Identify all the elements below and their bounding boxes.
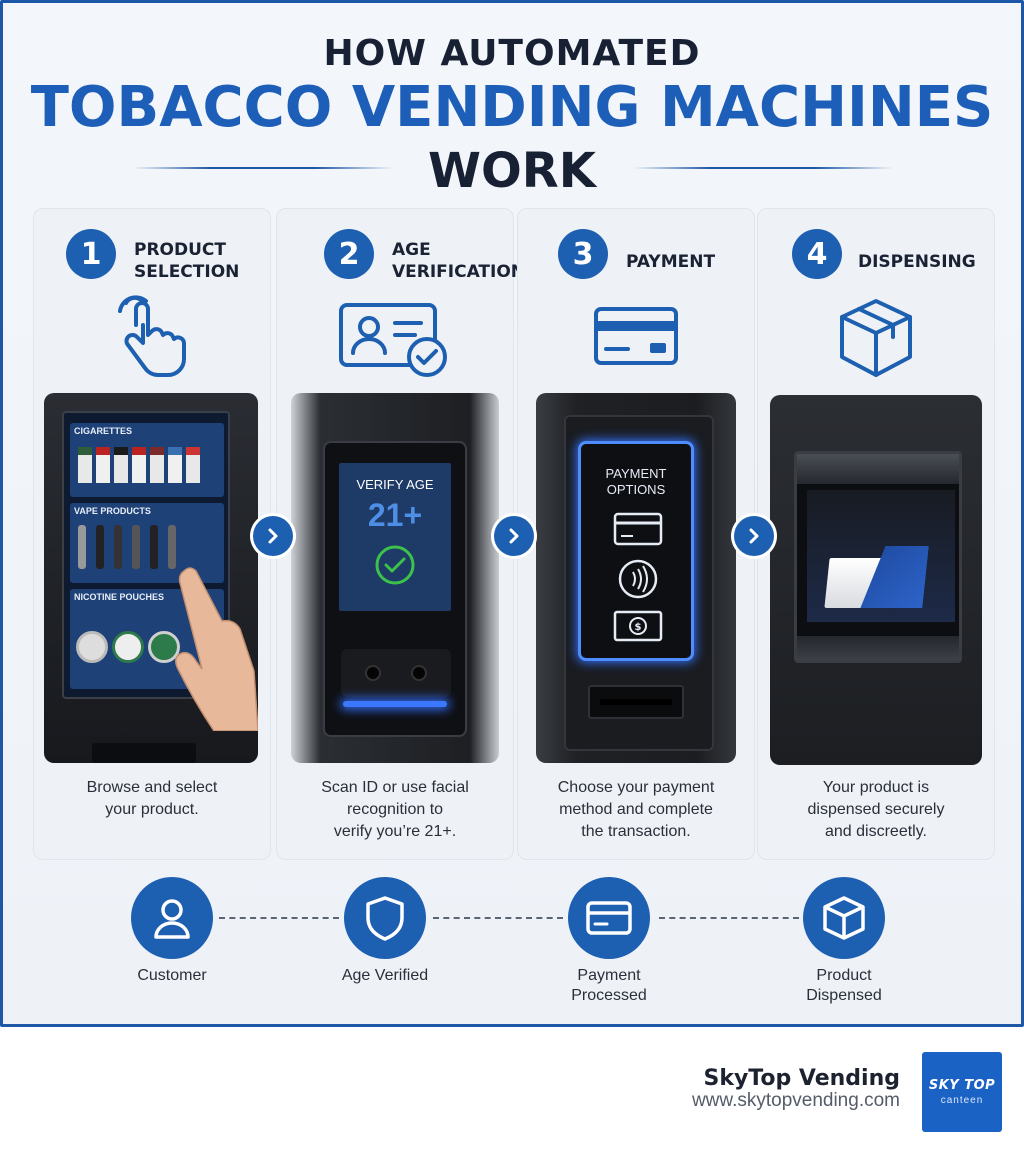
verify-screen: VERIFY AGE 21+	[339, 463, 451, 611]
title-rule-right	[633, 167, 893, 169]
step-card-payment: 3 PAYMENT PAYMENT OPTIONS $	[517, 208, 755, 860]
id-card-check-icon	[339, 303, 447, 377]
dispense-bay	[794, 451, 962, 663]
payment-options-line1: PAYMENT	[605, 466, 667, 481]
step-title: DISPENSING	[858, 252, 976, 272]
scan-light	[343, 701, 447, 707]
step-caption: Browse and select your product.	[86, 779, 218, 818]
flow-label: Payment Processed	[571, 967, 647, 1004]
flow-label: Customer	[137, 967, 207, 984]
dispense-slot	[92, 743, 196, 763]
svg-text:$: $	[635, 622, 642, 633]
category-cigarettes: CIGARETTES	[74, 426, 133, 436]
verify-bezel: VERIFY AGE 21+	[323, 441, 467, 737]
hand-pointer-icon	[118, 295, 186, 377]
flow-connector	[219, 917, 339, 919]
kiosk-dispense-photo	[770, 395, 982, 765]
camera-module	[341, 649, 451, 697]
payment-panel: PAYMENT OPTIONS $	[564, 415, 714, 751]
step-card-product-selection: 1 PRODUCT SELECTION CIGARETTES	[33, 208, 271, 860]
step-title: PRODUCT SELECTION	[134, 240, 240, 282]
flow-payment-processed	[568, 877, 650, 959]
step-title: PAYMENT	[626, 252, 716, 272]
step-number: 1	[66, 229, 116, 279]
next-step-arrow	[253, 516, 293, 556]
card-icon	[586, 901, 632, 935]
vape-devices	[78, 525, 176, 569]
category-vape: VAPE PRODUCTS	[74, 506, 151, 516]
chevron-right-icon	[268, 528, 278, 544]
hand-touching-screen	[175, 567, 258, 731]
infographic-frame: HOW AUTOMATED TOBACCO VENDING MACHINES W…	[0, 0, 1024, 1027]
title-line-1: HOW AUTOMATED	[323, 33, 701, 74]
card-option-icon	[613, 512, 663, 546]
shield-icon	[366, 896, 404, 941]
flow-connector	[433, 917, 563, 919]
skytop-logo: SKY TOP canteen	[922, 1052, 1002, 1132]
category-pouches: NICOTINE POUCHES	[74, 592, 165, 602]
pouch-tins	[76, 631, 180, 663]
card-slot	[588, 685, 684, 719]
category-panel: VAPE PRODUCTS	[70, 503, 224, 583]
kiosk-age-verify-photo: VERIFY AGE 21+	[291, 393, 499, 763]
step-number: 2	[324, 229, 374, 279]
chevron-right-icon	[749, 528, 759, 544]
step-number: 3	[558, 229, 608, 279]
step-caption: Choose your payment method and complete …	[557, 779, 715, 840]
cube-icon	[823, 896, 865, 940]
category-panel: CIGARETTES	[70, 423, 224, 497]
step-caption: Your product is dispensed securely and d…	[807, 779, 945, 840]
flow-customer	[131, 877, 213, 959]
title-rule-left	[133, 167, 393, 169]
verify-age-title: VERIFY AGE	[356, 477, 434, 492]
kiosk-touchscreen-photo: CIGARETTES VAPE PRODUCTS	[44, 393, 258, 763]
next-step-arrow	[734, 516, 774, 556]
cigarette-pack	[824, 558, 925, 608]
chevron-right-icon	[509, 528, 519, 544]
cash-option-icon: $	[613, 610, 663, 642]
kiosk-payment-photo: PAYMENT OPTIONS $	[536, 393, 736, 763]
title-line-3: WORK	[428, 143, 596, 199]
check-circle-icon	[375, 545, 415, 585]
cigarette-packs	[78, 447, 200, 483]
flow-label: Age Verified	[341, 967, 429, 984]
step-caption: Scan ID or use facial recognition to ver…	[321, 779, 469, 840]
flow-product-dispensed	[803, 877, 885, 959]
step-card-dispensing: 4 DISPENSING Your product is dispensed s…	[757, 208, 995, 860]
title-line-2: TOBACCO VENDING MACHINES	[30, 75, 994, 140]
verify-age-value: 21+	[367, 497, 423, 533]
next-step-arrow	[494, 516, 534, 556]
logo-text-bottom: canteen	[940, 1095, 984, 1106]
contactless-option-icon	[618, 559, 658, 599]
brand-name: SkyTop Vending	[703, 1066, 900, 1091]
flow-label: Product Dispensed	[806, 967, 882, 1004]
flow-connector	[659, 917, 799, 919]
payment-screen: PAYMENT OPTIONS $	[578, 441, 694, 661]
credit-card-icon	[594, 307, 678, 365]
step-number: 4	[792, 229, 842, 279]
box-icon	[840, 299, 912, 377]
flow-age-verified	[344, 877, 426, 959]
step-title: AGE VERIFICATION	[392, 240, 526, 282]
brand-url: www.skytopvending.com	[691, 1090, 900, 1111]
user-icon	[154, 899, 190, 939]
logo-text-top: SKY TOP	[928, 1078, 996, 1093]
payment-options-line2: OPTIONS	[606, 482, 666, 497]
step-card-age-verification: 2 AGE VERIFICATION VERIFY AGE 21+	[276, 208, 525, 860]
